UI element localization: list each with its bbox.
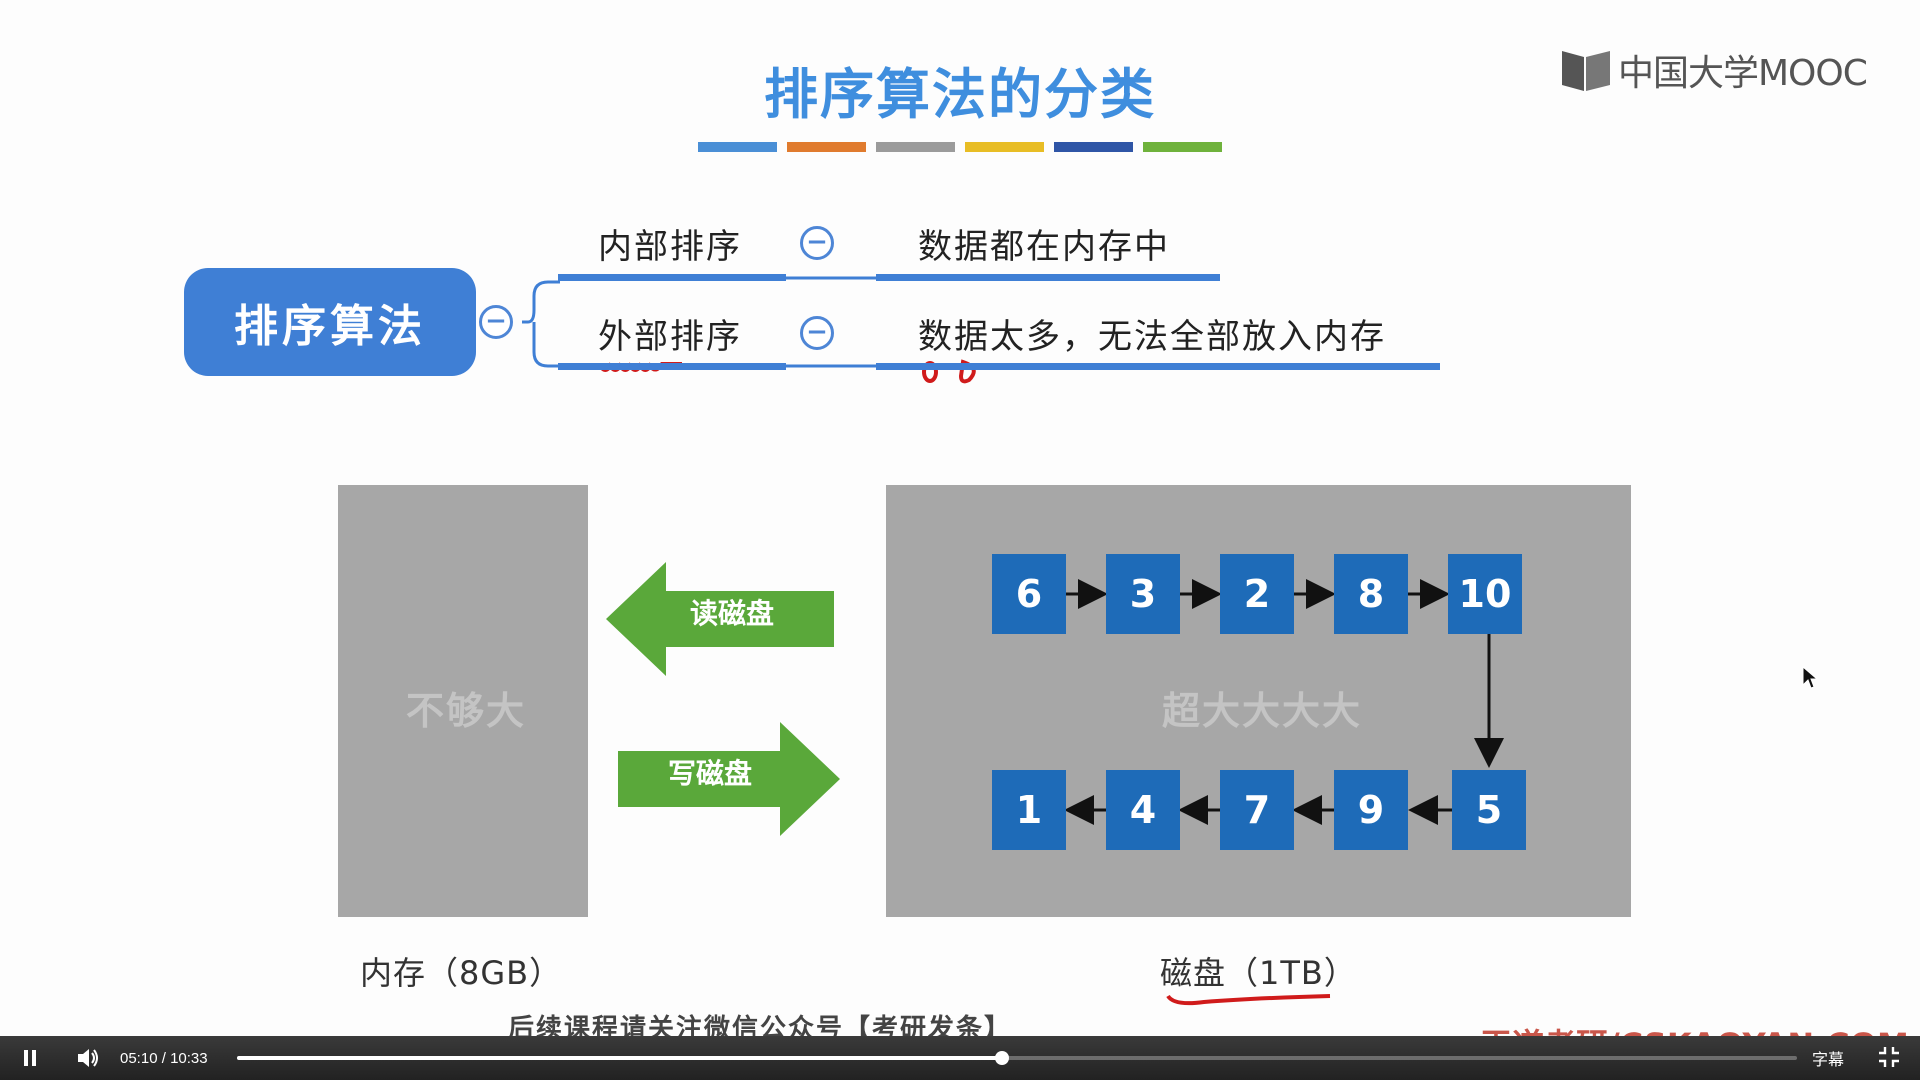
memory-caption: 内存（8GB） [360,954,563,992]
memory-panel-text: 不够大 [406,689,527,733]
external-sort-desc-underline [876,363,1440,370]
red-underline-annotation [1166,994,1331,1006]
slide: 排序算法的分类 中国大学MOOC 排序算法 − 内部排序 − 数据都在内存中 外… [184,44,1909,1036]
list-node: 10 [1448,554,1522,634]
internal-sort-label: 内部排序 [598,227,742,267]
subtitle-button[interactable]: 字幕 [1812,1050,1845,1069]
linked-list-arrows [1064,579,1504,825]
internal-sort-underline [558,274,786,281]
root-collapse-button[interactable]: − [479,305,513,339]
exit-fullscreen-button[interactable] [1874,1042,1904,1076]
progress-bar[interactable] [237,1051,1797,1065]
volume-icon [78,1049,98,1067]
external-sort-description: 数据太多，无法全部放入内存 [918,317,1386,357]
title-bar-1 [698,142,777,152]
disk-panel-text: 超大大大大 [1162,689,1363,733]
internal-sort-collapse-button[interactable]: − [800,226,834,260]
title-bar-5 [1054,142,1133,152]
volume-button[interactable] [66,1036,110,1080]
read-disk-arrow-icon [606,562,834,676]
list-node: 5 [1452,770,1526,850]
list-node: 4 [1106,770,1180,850]
duration: 10:33 [170,1049,208,1067]
site-watermark: 王道考研/CSKAOYAN.COM [1480,1020,1909,1036]
list-node: 3 [1106,554,1180,634]
video-controls-bar: 05:10 / 10:33 字幕 [0,1036,1920,1080]
time-display: 05:10 / 10:33 [120,1050,208,1067]
external-sort-collapse-button[interactable]: − [800,316,834,350]
exit-fullscreen-icon [1879,1047,1899,1067]
title-bar-6 [1143,142,1222,152]
memory-panel [338,485,588,917]
current-time: 05:10 [120,1049,158,1067]
external-sort-underline [558,363,786,370]
logo-text: 中国大学MOOC [1618,53,1868,94]
slide-title: 排序算法的分类 [764,63,1156,126]
list-node: 9 [1334,770,1408,850]
title-color-bars [698,142,1222,152]
internal-sort-description: 数据都在内存中 [918,227,1170,267]
list-node: 8 [1334,554,1408,634]
title-bar-2 [787,142,866,152]
read-disk-label: 读磁盘 [690,597,775,630]
write-disk-arrow-icon [618,722,840,836]
progress-fill [237,1056,1003,1060]
time-separator: / [161,1049,166,1067]
title-bar-3 [876,142,955,152]
write-disk-label: 写磁盘 [668,757,753,790]
wechat-watermark: 后续课程请关注微信公众号【考研发条】 [508,1014,1013,1036]
pause-button[interactable] [8,1036,52,1080]
list-node: 1 [992,770,1066,850]
list-node: 2 [1220,554,1294,634]
pause-icon [24,1050,36,1066]
book-icon [1562,51,1610,91]
external-sort-label: 外部排序 [598,317,742,357]
mooc-logo: 中国大学MOOC [1560,44,1868,96]
progress-handle[interactable] [995,1051,1010,1065]
disk-caption: 磁盘（1TB） [1160,954,1357,992]
mouse-cursor-icon [1802,666,1818,689]
internal-sort-desc-underline [876,274,1220,281]
sorting-algorithm-root-node: 排序算法 [184,268,476,376]
list-node: 6 [992,554,1066,634]
list-node: 7 [1220,770,1294,850]
title-bar-4 [965,142,1044,152]
